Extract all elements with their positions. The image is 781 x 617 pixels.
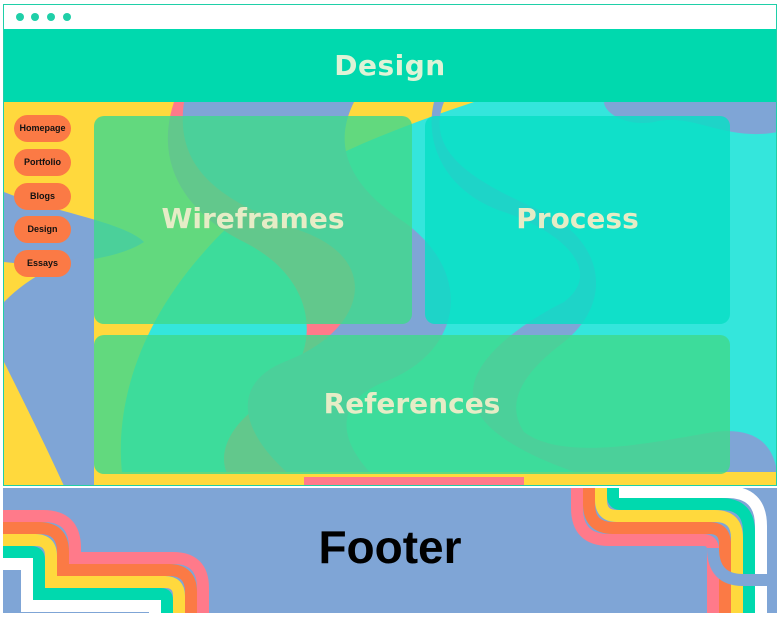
window-dot-icon[interactable] bbox=[16, 13, 24, 21]
browser-window: Design Homepage Portfolio Blogs Design E… bbox=[3, 4, 777, 486]
nav-homepage-button[interactable]: Homepage bbox=[14, 115, 71, 142]
nav-design-button[interactable]: Design bbox=[14, 216, 71, 243]
title-bar bbox=[4, 5, 776, 29]
nav-blogs-button[interactable]: Blogs bbox=[14, 183, 71, 210]
window-dot-icon[interactable] bbox=[31, 13, 39, 21]
process-card[interactable]: Process bbox=[425, 116, 730, 324]
wireframes-card[interactable]: Wireframes bbox=[94, 116, 412, 324]
nav-essays-button[interactable]: Essays bbox=[14, 250, 71, 277]
references-card-title: References bbox=[323, 387, 501, 420]
page-footer: Footer bbox=[3, 488, 777, 613]
references-card[interactable]: References bbox=[94, 335, 730, 474]
nav-portfolio-button[interactable]: Portfolio bbox=[14, 149, 71, 176]
window-dot-icon[interactable] bbox=[63, 13, 71, 21]
page-header: Design bbox=[4, 29, 776, 102]
process-card-title: Process bbox=[516, 202, 639, 235]
main-content: Homepage Portfolio Blogs Design Essays W… bbox=[4, 102, 776, 485]
window-dot-icon[interactable] bbox=[47, 13, 55, 21]
footer-label: Footer bbox=[318, 521, 462, 573]
wireframes-card-title: Wireframes bbox=[161, 202, 345, 235]
page-title: Design bbox=[334, 49, 446, 82]
rainbow-arcs-decoration bbox=[3, 488, 777, 613]
